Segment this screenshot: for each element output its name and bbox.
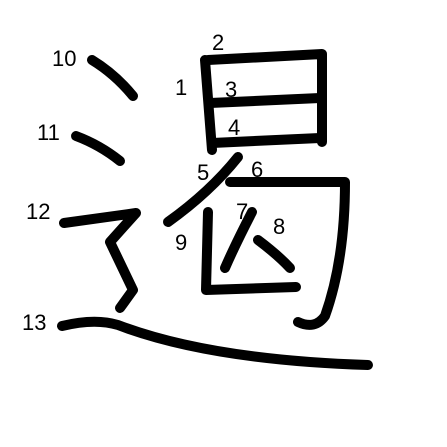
stroke-number-7: 7 bbox=[236, 199, 248, 224]
stroke-number-10: 10 bbox=[52, 46, 76, 71]
stroke-9 bbox=[201, 207, 301, 295]
stroke-6 bbox=[225, 177, 350, 330]
stroke-number-8: 8 bbox=[273, 214, 285, 239]
stroke-12 bbox=[59, 208, 141, 313]
stroke-number-4: 4 bbox=[228, 115, 240, 140]
stroke-number-3: 3 bbox=[225, 77, 237, 102]
character-strokes bbox=[57, 49, 373, 370]
stroke-10 bbox=[87, 55, 138, 101]
stroke-8 bbox=[253, 235, 295, 273]
stroke-4 bbox=[207, 133, 325, 148]
stroke-number-6: 6 bbox=[251, 157, 263, 182]
stroke-11 bbox=[71, 131, 125, 166]
stroke-number-1: 1 bbox=[175, 75, 187, 100]
stroke-number-2: 2 bbox=[212, 30, 224, 55]
stroke-number-5: 5 bbox=[197, 160, 209, 185]
stroke-number-9: 9 bbox=[175, 230, 187, 255]
stroke-7 bbox=[220, 207, 257, 273]
stroke-3 bbox=[205, 93, 325, 108]
stroke-13 bbox=[57, 316, 373, 370]
stroke-number-labels: 1 2 3 4 5 6 7 8 9 10 11 12 13 bbox=[22, 30, 285, 335]
stroke-number-12: 12 bbox=[26, 199, 50, 224]
stroke-number-11: 11 bbox=[37, 120, 60, 145]
stroke-number-13: 13 bbox=[22, 310, 46, 335]
stroke-2 bbox=[203, 49, 327, 147]
stroke-5 bbox=[163, 152, 243, 227]
